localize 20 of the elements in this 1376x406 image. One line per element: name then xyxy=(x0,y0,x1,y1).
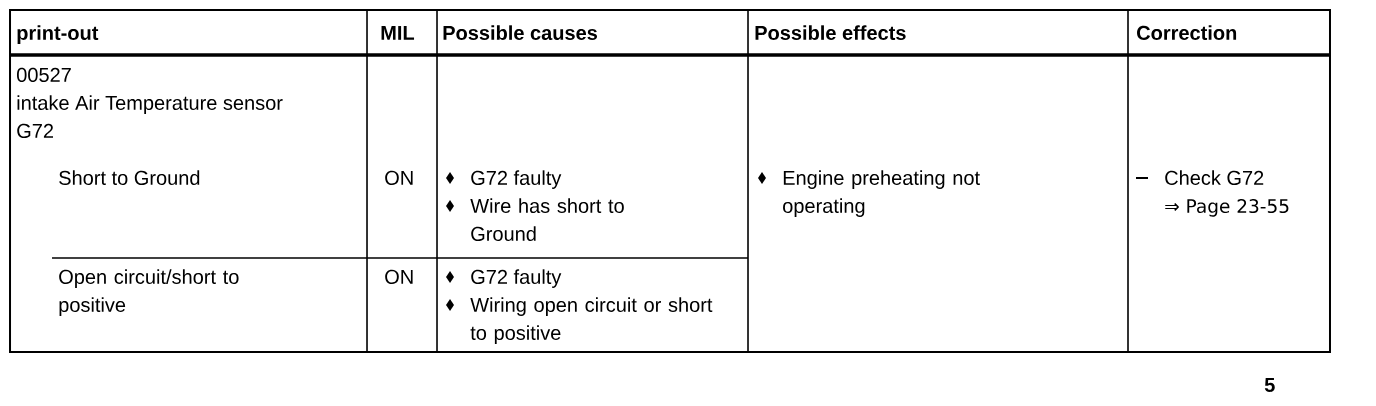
column-header: Correction xyxy=(1137,25,1237,40)
table-cell-text: ON xyxy=(385,170,413,185)
table-cell-text: Check G72 xyxy=(1165,170,1264,185)
column-header: Possible causes xyxy=(443,25,597,40)
column-header: MIL xyxy=(381,26,415,40)
table-cell-text: intake Air Temperature sensor xyxy=(17,95,283,114)
table-cell-text: ON xyxy=(385,269,413,284)
table-cell-text: G72 faulty xyxy=(471,269,562,288)
table-cell-text: G72 xyxy=(17,123,53,138)
table-cell-text: Open circuit/short to positive xyxy=(59,269,239,316)
column-header: Possible effects xyxy=(755,25,906,40)
table-cell-text: 00527 xyxy=(17,67,71,82)
table-cell-text: Wiring open circuit or short to positive xyxy=(470,297,713,344)
table-cell-text: ⇒ Page 23-55 xyxy=(1165,199,1289,217)
table-cell-text: Engine preheating not operating xyxy=(783,170,980,217)
table-cell-text: Short to Ground xyxy=(59,170,200,185)
table-cell-text: G72 faulty xyxy=(471,170,562,189)
table-cell-text: Wire has short to Ground xyxy=(470,198,624,241)
column-header: print-out xyxy=(17,25,99,44)
page-number: 5 xyxy=(1264,378,1275,392)
